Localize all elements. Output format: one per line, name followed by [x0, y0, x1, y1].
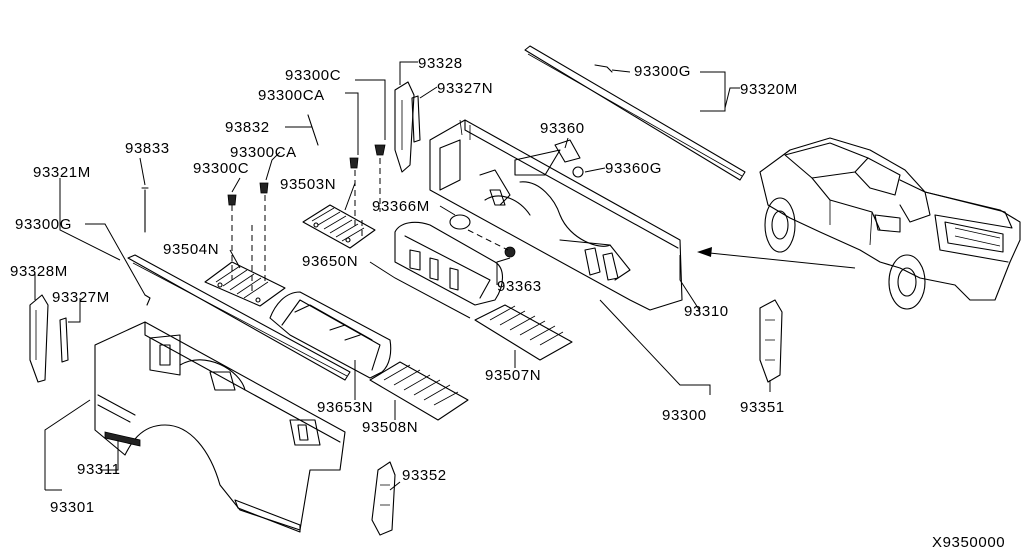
part-93328-pillar [394, 81, 415, 173]
label-93508N: 93508N [362, 419, 418, 436]
part-93363-grommet [504, 246, 516, 258]
part-93300CA-clip [259, 157, 359, 194]
label-93650N: 93650N [302, 253, 358, 270]
label-93833: 93833 [125, 140, 170, 157]
label-93360: 93360 [540, 120, 585, 137]
part-93504N-plate [204, 261, 286, 307]
label-93327M: 93327M [52, 289, 110, 306]
diagram-id: X9350000 [932, 534, 1005, 551]
part-labels: 93833 93321M 93300G 93328M 93327M 93832 … [10, 55, 1005, 551]
label-93300C-top: 93300C [285, 67, 341, 84]
part-93327M-pillar [59, 317, 69, 363]
part-93360-cap [554, 139, 581, 163]
label-93300CA-mid: 93300CA [230, 144, 297, 161]
part-93360G-grommet [572, 166, 584, 178]
part-93507N-plate [474, 304, 573, 361]
label-93300G-left: 93300G [15, 216, 72, 233]
label-93320M: 93320M [740, 81, 798, 98]
part-93650N-wheelhouse [394, 221, 504, 306]
part-93310-panel [429, 119, 683, 311]
part-93351-bracket [759, 299, 783, 383]
label-93301: 93301 [50, 499, 95, 516]
part-93328M-pillar [29, 294, 49, 383]
label-93300C-mid: 93300C [193, 160, 249, 177]
label-93360G: 93360G [605, 160, 662, 177]
direction-arrow [697, 247, 856, 269]
label-93321M: 93321M [33, 164, 91, 181]
part-93508N-plate [369, 361, 469, 421]
part-93503N-plate [302, 204, 376, 249]
label-93300: 93300 [662, 407, 707, 424]
label-93310: 93310 [684, 303, 729, 320]
label-93327N: 93327N [437, 80, 493, 97]
part-93832-bolt [307, 114, 319, 146]
part-93321M-rail [127, 254, 351, 381]
assembly-dashes [231, 158, 509, 292]
leader-lines [34, 61, 771, 491]
part-93300C-clip [227, 144, 386, 206]
part-93300G-clip-right [594, 64, 613, 73]
label-93328: 93328 [418, 55, 463, 72]
label-93507N: 93507N [485, 367, 541, 384]
part-93352-bracket [371, 461, 396, 536]
part-93311-side-panel [94, 321, 346, 533]
label-93300CA-top: 93300CA [258, 87, 325, 104]
label-93653N: 93653N [317, 399, 373, 416]
part-93320M-rail [524, 45, 746, 181]
label-93363: 93363 [497, 278, 542, 295]
label-93300G-right: 93300G [634, 63, 691, 80]
label-93328M: 93328M [10, 263, 68, 280]
label-93504N: 93504N [163, 241, 219, 258]
part-93833-bolt [141, 187, 149, 233]
label-93311: 93311 [77, 461, 121, 478]
label-93352: 93352 [402, 467, 447, 484]
part-93653N-wheelhouse [269, 291, 392, 379]
truck-illustration [759, 137, 1021, 310]
label-93832: 93832 [225, 119, 270, 136]
label-93351: 93351 [740, 399, 785, 416]
part-93327N-pillar [411, 95, 421, 143]
label-93366M: 93366M [372, 198, 430, 215]
part-93366M-cap [449, 214, 471, 230]
label-93503N: 93503N [280, 176, 336, 193]
part-93300G-clip-left [144, 294, 151, 306]
